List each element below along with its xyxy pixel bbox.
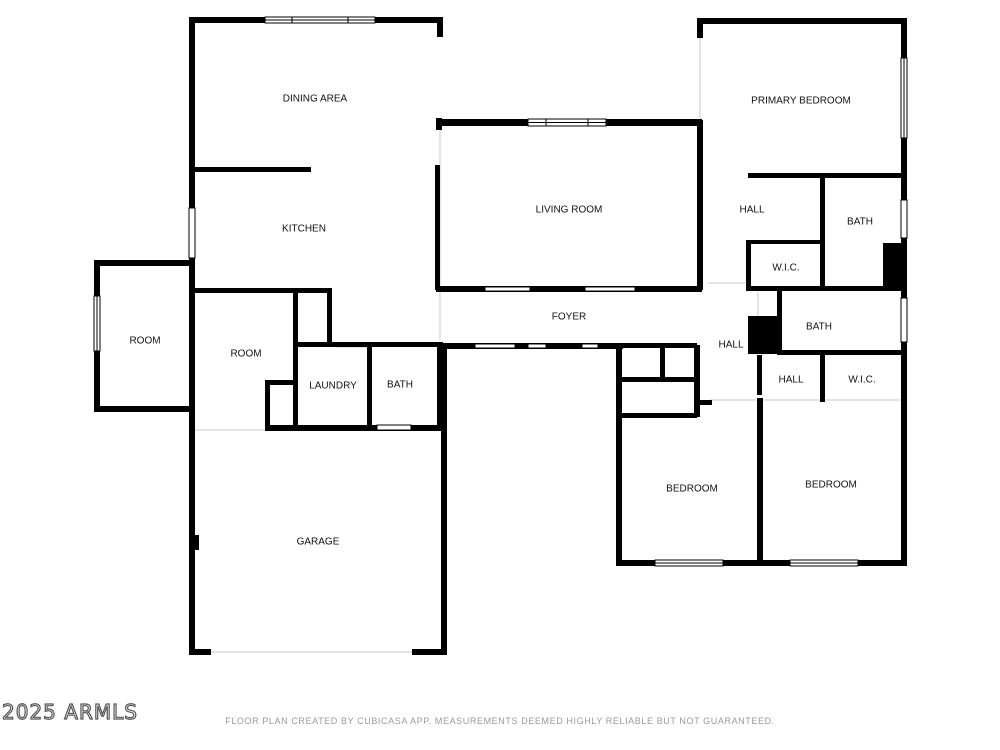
label-wic-east: W.I.C. — [848, 375, 875, 386]
windows — [93, 16, 908, 653]
label-foyer: FOYER — [552, 312, 586, 323]
label-wic-primary: W.I.C. — [772, 263, 799, 274]
label-room-left: ROOM — [129, 336, 160, 347]
footer-disclaimer: FLOOR PLAN CREATED BY CUBICASA APP. MEAS… — [225, 716, 775, 726]
label-hall-primary: HALL — [739, 205, 764, 216]
label-garage: GARAGE — [297, 537, 340, 548]
room-labels: DINING AREA KITCHEN LIVING ROOM PRIMARY … — [129, 94, 875, 548]
label-bath-laundry: BATH — [387, 380, 413, 391]
label-bedroom-1: BEDROOM — [666, 484, 718, 495]
label-dining-area: DINING AREA — [283, 94, 348, 105]
label-room-center: ROOM — [230, 349, 261, 360]
label-living-room: LIVING ROOM — [536, 205, 603, 216]
label-primary-bedroom: PRIMARY BEDROOM — [751, 96, 851, 107]
walls — [94, 17, 907, 655]
label-bedroom-2: BEDROOM — [805, 480, 857, 491]
label-kitchen: KITCHEN — [282, 224, 326, 235]
label-bath-east: BATH — [806, 322, 832, 333]
label-bath-primary: BATH — [847, 217, 873, 228]
copyright-watermark: 2025 ARMLS — [1, 699, 138, 724]
label-hall-center: HALL — [718, 340, 743, 351]
label-laundry: LAUNDRY — [309, 381, 357, 392]
label-hall-small: HALL — [778, 375, 803, 386]
